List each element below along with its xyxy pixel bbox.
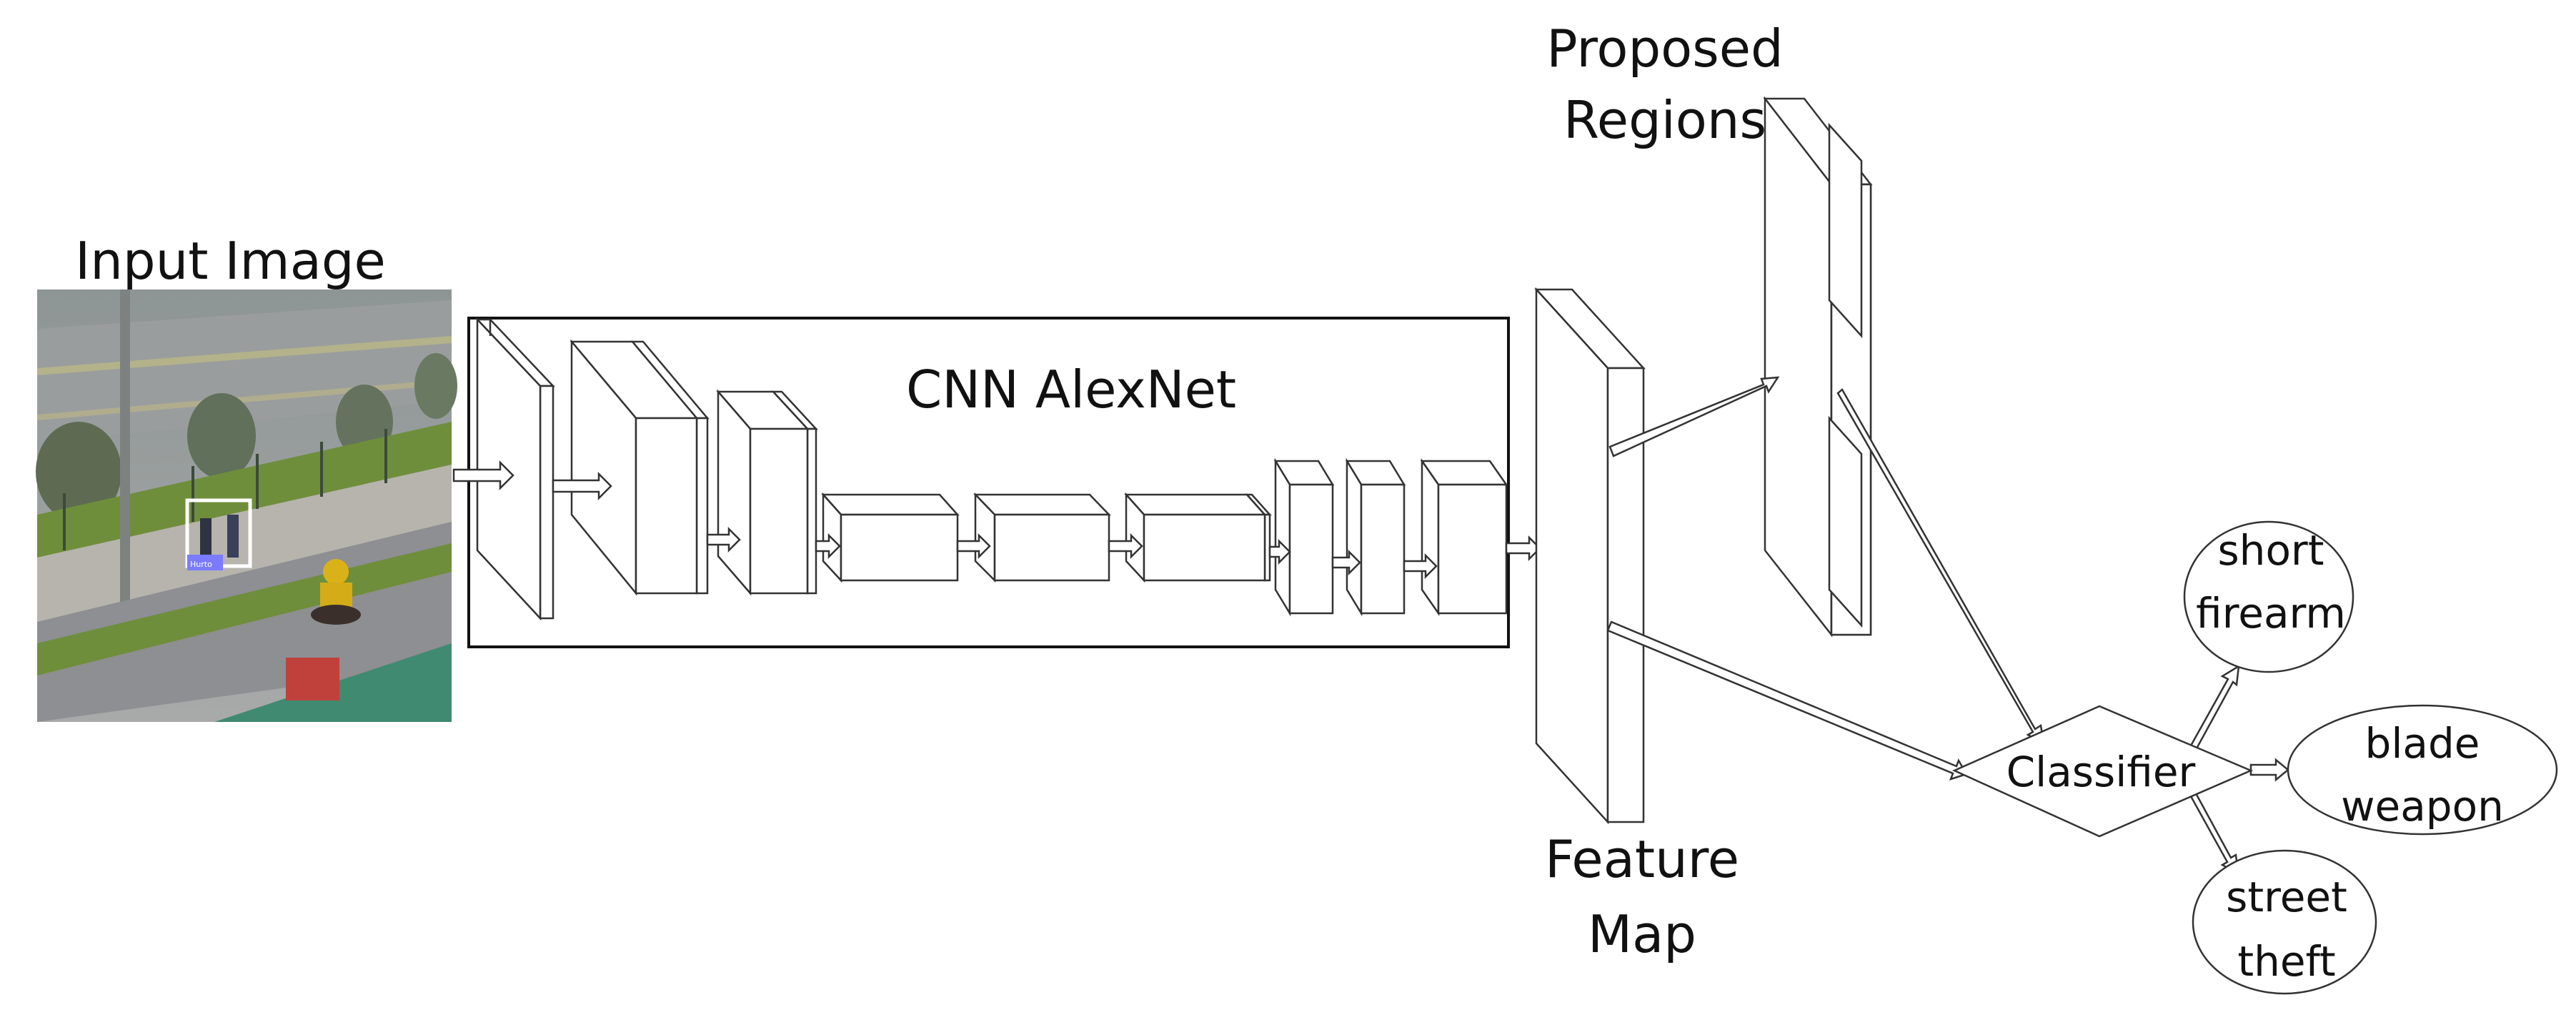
arrow-cnn-7-8 [1331, 549, 1361, 576]
cnn-layer-1 [475, 317, 555, 621]
output-street-theft-line2: theft [2237, 937, 2335, 986]
arrow-input-to-cnn [452, 460, 514, 491]
arrow-cnn-5-6 [1108, 533, 1143, 560]
output-short-firearm-line1: short [2217, 526, 2324, 575]
feature-map-label-line2: Map [1588, 904, 1696, 964]
arrow-cnn-3-4 [815, 533, 841, 560]
arrow-feature-to-classifier [1606, 620, 1968, 781]
feature-map-slab [1534, 287, 1646, 825]
cnn-layer-5 [973, 492, 1111, 583]
arrow-classifier-to-street-theft [2189, 790, 2239, 876]
output-short-firearm [2183, 520, 2354, 673]
detection-tag-bg [187, 555, 223, 570]
output-blade-weapon-line2: weapon [2341, 782, 2504, 831]
classifier-node [1951, 705, 2254, 838]
arrow-classifier-to-short-firearm [2189, 664, 2240, 751]
region-proposal-2 [1828, 415, 1863, 628]
output-street-theft-line1: street [2226, 873, 2347, 921]
cnn-layer-6 [1124, 492, 1272, 583]
arrow-feature-to-regions [1608, 376, 1780, 457]
proposed-regions-slab [1763, 96, 1873, 638]
output-short-firearm-line2: firearm [2196, 589, 2346, 638]
output-blade-weapon-line1: blade [2365, 719, 2480, 768]
arrow-cnn-6-7 [1268, 538, 1291, 565]
proposed-regions-label-line2: Regions [1563, 90, 1766, 150]
cnn-layer-3 [716, 389, 818, 596]
output-street-theft [2192, 849, 2377, 995]
arrow-cnn-4-5 [956, 533, 991, 560]
arrow-classifier-to-blade-weapon [2249, 758, 2289, 782]
cnn-layer-4 [821, 492, 960, 583]
input-image-label: Input Image [75, 231, 386, 291]
cnn-layer-7 [1273, 457, 1335, 617]
cnn-label: CNN AlexNet [906, 360, 1236, 420]
arrow-cnn-8-9 [1403, 553, 1438, 580]
proposed-regions-label-line1: Proposed [1546, 19, 1784, 79]
cnn-container [467, 317, 1510, 648]
arrow-cnn-2-3 [706, 526, 741, 553]
arrow-cnn-1-2 [552, 471, 612, 501]
arrow-cnn-to-feature-map [1505, 535, 1541, 562]
feature-map-label-line1: Feature [1545, 829, 1739, 889]
region-proposal-1 [1828, 122, 1863, 339]
cnn-layer-2 [570, 339, 710, 596]
cnn-layer-8 [1345, 457, 1406, 617]
detection-tag: Hurto [190, 560, 212, 569]
output-blade-weapon [2287, 704, 2558, 836]
cnn-layer-9 [1420, 458, 1508, 616]
classifier-label: Classifier [2006, 748, 2196, 796]
input-image-photo: Hurto [36, 289, 457, 722]
